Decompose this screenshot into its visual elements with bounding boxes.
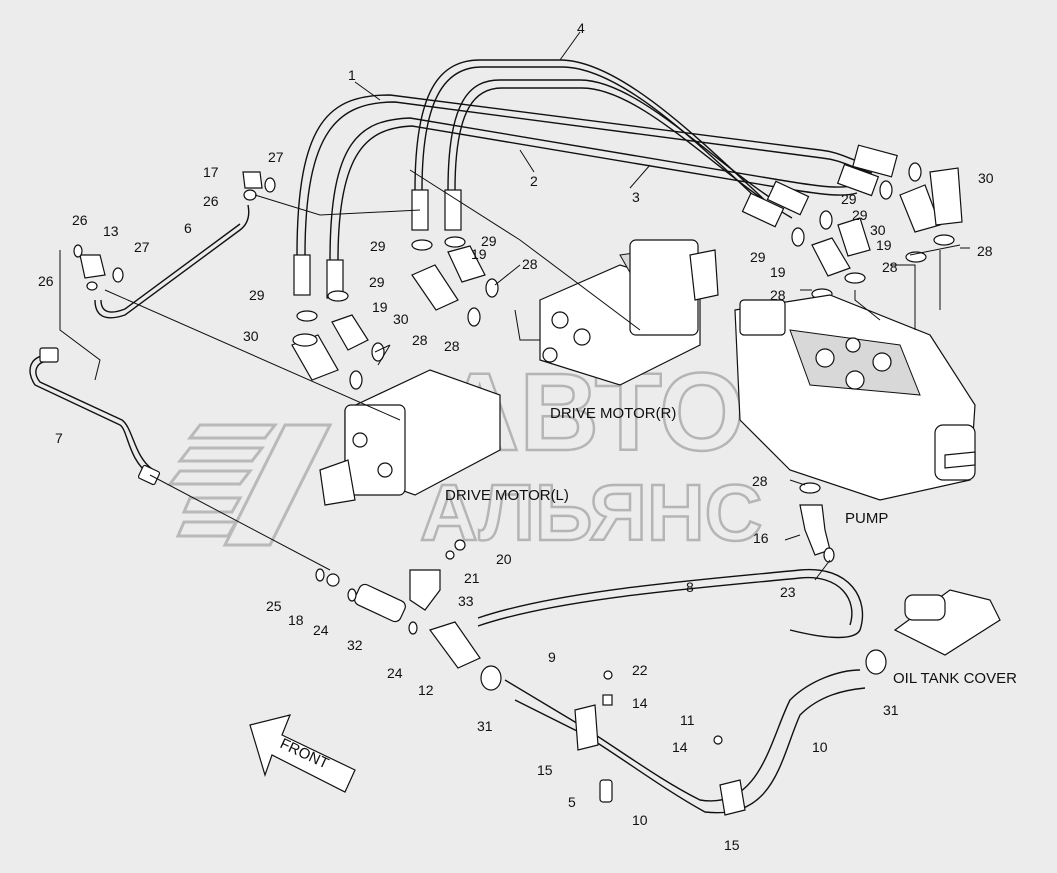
callout-c26b: 26 [203, 193, 219, 209]
callout-c29d: 29 [481, 233, 497, 249]
callout-c15a: 15 [537, 762, 553, 778]
callout-c30b: 30 [393, 311, 409, 327]
callout-c8: 8 [686, 579, 694, 595]
callout-c11: 11 [680, 712, 695, 728]
callout-c4: 4 [577, 20, 585, 36]
callout-c13: 13 [103, 223, 119, 239]
callout-c26c: 26 [38, 273, 54, 289]
callout-c24a: 24 [313, 622, 329, 638]
callout-c2: 2 [530, 173, 538, 189]
callout-c25: 25 [266, 598, 282, 614]
callout-c30d: 30 [978, 170, 994, 186]
callout-c29a: 29 [249, 287, 265, 303]
callout-c30c: 30 [870, 222, 886, 238]
callout-c31a: 31 [477, 718, 493, 734]
callout-c28b: 28 [444, 338, 460, 354]
callout-c19a: 19 [372, 299, 388, 315]
fitting-16 [799, 504, 835, 563]
callout-c12: 12 [418, 682, 434, 698]
callout-c32: 32 [347, 637, 363, 653]
callout-c29c: 29 [369, 274, 385, 290]
callout-c20: 20 [496, 551, 512, 567]
label-pump: PUMP [845, 510, 888, 527]
pump-assembly [734, 294, 976, 501]
callout-c23: 23 [780, 584, 796, 600]
watermark-line2: АЛЬЯНС [420, 468, 762, 557]
callout-c28a: 28 [412, 332, 428, 348]
callout-c24b: 24 [387, 665, 403, 681]
label-drive-motor-r: DRIVE MOTOR(R) [550, 405, 676, 422]
callout-c1: 1 [348, 67, 356, 83]
callout-c14b: 14 [672, 739, 688, 755]
elbow-fittings [291, 162, 963, 494]
leader-lines [59, 31, 970, 581]
callout-c5: 5 [568, 794, 576, 810]
label-oil-tank-cover: OIL TANK COVER [893, 670, 1017, 687]
label-drive-motor-l: DRIVE MOTOR(L) [445, 487, 569, 504]
callout-c19c: 19 [770, 264, 786, 280]
callout-c29e: 29 [750, 249, 766, 265]
callout-c28f: 28 [977, 243, 993, 259]
callout-c9: 9 [548, 649, 556, 665]
callout-c30a: 30 [243, 328, 259, 344]
callout-c16: 16 [753, 530, 769, 546]
callout-c29g: 29 [852, 207, 868, 223]
callout-numbers: 1234567891010111213141415151617181919191… [38, 20, 994, 853]
lines-6-7 [29, 171, 276, 486]
callout-c19b: 19 [471, 246, 487, 262]
callout-c10a: 10 [632, 812, 648, 828]
callout-c19d: 19 [876, 237, 892, 253]
callout-c28d: 28 [770, 287, 786, 303]
drive-motor-right [539, 239, 719, 386]
callout-c29f: 29 [841, 191, 857, 207]
callout-c6: 6 [184, 220, 192, 236]
drive-motor-left [319, 369, 501, 506]
callout-c28c: 28 [522, 256, 538, 272]
main-hoses [293, 59, 898, 299]
callout-c17: 17 [203, 164, 219, 180]
callout-c28e: 28 [882, 259, 898, 275]
callout-c15b: 15 [724, 837, 740, 853]
callout-c10b: 10 [812, 739, 828, 755]
callout-c7: 7 [55, 430, 63, 446]
callout-c31b: 31 [883, 702, 899, 718]
callout-c14a: 14 [632, 695, 648, 711]
callout-c3: 3 [632, 189, 640, 205]
callout-c18: 18 [288, 612, 304, 628]
callout-c33: 33 [458, 593, 474, 609]
small-parts [315, 539, 1001, 691]
front-arrow: FRONT [249, 714, 356, 793]
callout-c28g: 28 [752, 473, 768, 489]
callout-c27a: 27 [268, 149, 284, 165]
callout-c27b: 27 [134, 239, 150, 255]
callout-c29b: 29 [370, 238, 386, 254]
lower-hoses [477, 568, 866, 816]
callout-c26a: 26 [72, 212, 88, 228]
callout-c21: 21 [464, 570, 480, 586]
callout-c22: 22 [632, 662, 648, 678]
